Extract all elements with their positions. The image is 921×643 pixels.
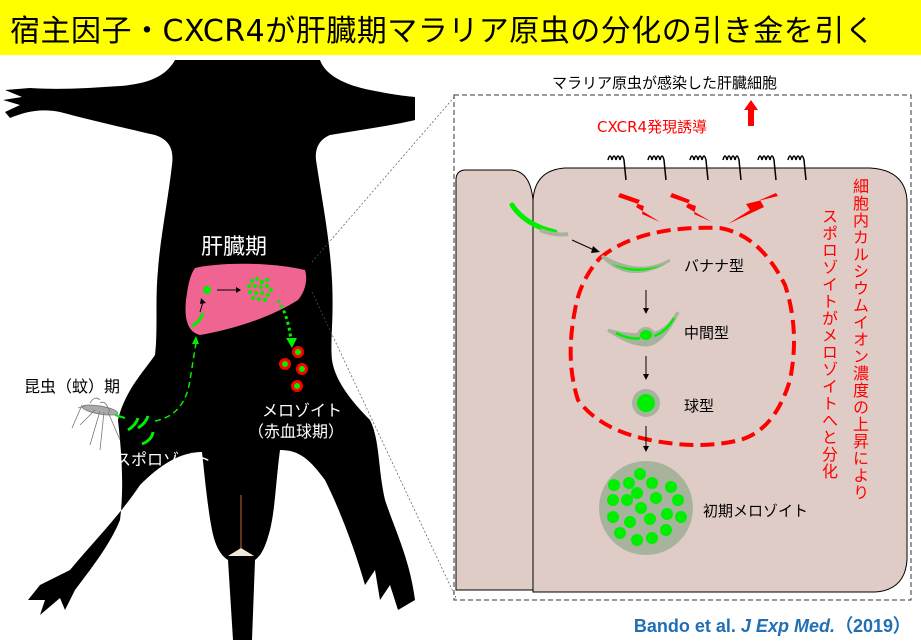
sporozoite-label: スポロゾイト bbox=[115, 450, 212, 469]
mosquito-icon bbox=[71, 397, 126, 451]
zoom-connector bbox=[311, 94, 457, 599]
page-title: 宿主因子・CXCR4が肝臓期マラリア原虫の分化の引き金を引く bbox=[10, 14, 876, 49]
upregulation-arrow-icon bbox=[744, 100, 758, 126]
differentiation-text: スポロゾイトがメロゾイトへと分化 bbox=[819, 208, 838, 480]
entering-sporozoite bbox=[509, 202, 600, 253]
mouse-silhouette bbox=[3, 60, 415, 640]
citation-year: （2019） bbox=[834, 616, 911, 636]
neighbor-cell bbox=[455, 169, 534, 591]
intermediate-form bbox=[607, 311, 680, 347]
calcium-rise-text: 細胞内カルシウムイオン濃度の上昇により bbox=[850, 178, 869, 501]
signal-lightning-icons bbox=[618, 193, 778, 224]
cxcr4-induction-label: CXCR4発現誘導 bbox=[597, 118, 708, 136]
citation-authors: Bando et al. bbox=[633, 616, 736, 636]
stage-label-banana: バナナ型 bbox=[684, 257, 745, 275]
stage-label-spherical: 球型 bbox=[684, 397, 715, 415]
cxcr4-receptors bbox=[607, 155, 807, 181]
liver-parasites bbox=[191, 277, 297, 348]
early-merozoite-form bbox=[599, 461, 693, 555]
citation: Bando et al. J Exp Med.（2019） bbox=[634, 612, 911, 638]
merozoite-label: メロゾイト bbox=[262, 401, 343, 420]
insect-stage-label: 昆虫（蚊）期 bbox=[24, 377, 121, 396]
sporozoite-path bbox=[127, 336, 199, 446]
title-banner: 宿主因子・CXCR4が肝臓期マラリア原虫の分化の引き金を引く bbox=[0, 0, 921, 55]
stage-label-early-merozoite: 初期メロゾイト bbox=[703, 502, 809, 520]
liver-stage-label: 肝臓期 bbox=[201, 235, 268, 260]
erythrocyte-stage-label: （赤血球期） bbox=[248, 422, 345, 441]
citation-journal: J Exp Med. bbox=[740, 616, 835, 636]
liver-shape bbox=[185, 263, 307, 335]
zoom-frame bbox=[453, 94, 912, 601]
merozoite-cells bbox=[279, 346, 308, 392]
spherical-form bbox=[632, 389, 660, 417]
parasitophorous-vacuole bbox=[568, 225, 796, 447]
banana-form bbox=[600, 254, 671, 273]
stage-label-intermediate: 中間型 bbox=[684, 324, 730, 342]
infected-hepatocyte-header: マラリア原虫が感染した肝臓細胞 bbox=[552, 74, 778, 92]
